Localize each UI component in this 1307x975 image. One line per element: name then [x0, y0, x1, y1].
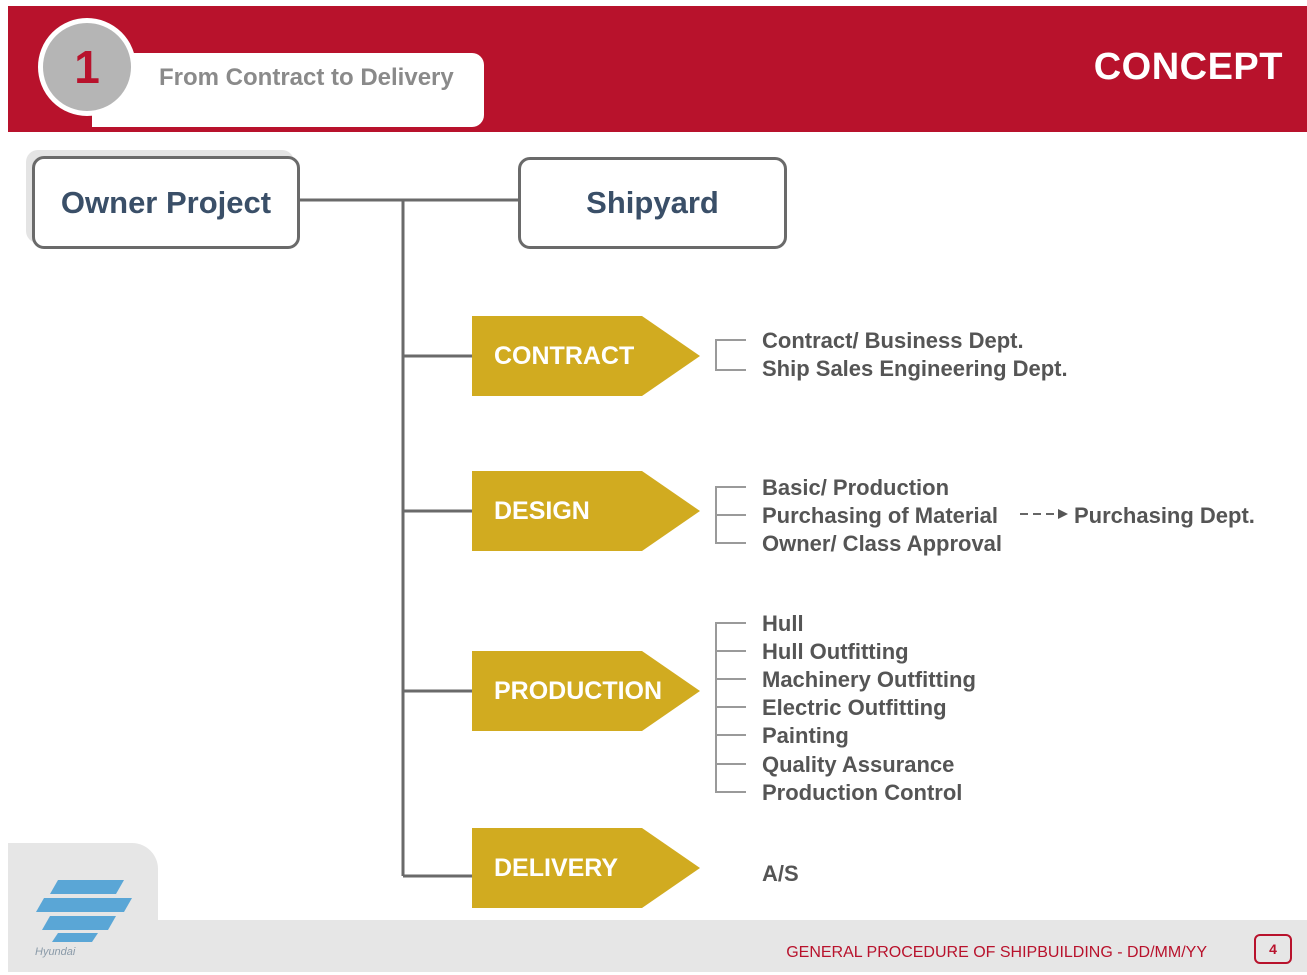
- logo-text: Hyundai: [35, 946, 76, 958]
- list-item: Ship Sales Engineering Dept.: [762, 356, 1068, 381]
- list-item: Painting: [762, 723, 849, 748]
- section-number: 1: [38, 18, 136, 116]
- list-item: Basic/ Production: [762, 475, 950, 500]
- stage-arrow-shape: [472, 828, 700, 908]
- footer-bar: [8, 920, 1307, 972]
- stage-design-label: DESIGN: [494, 497, 590, 525]
- list-item: Owner/ Class Approval: [762, 531, 1003, 556]
- stage-contract: CONTRACT: [472, 316, 700, 396]
- list-item: Contract/ Business Dept.: [762, 328, 1024, 353]
- list-item: Quality Assurance: [762, 752, 955, 777]
- contract-bracket: [715, 339, 746, 371]
- subtitle-pill: [92, 53, 484, 127]
- purchasing-arrow-head: [1058, 509, 1068, 519]
- list-item: A/S: [762, 861, 799, 886]
- list-item: Hull Outfitting: [762, 639, 909, 664]
- stage-arrow-shape: [472, 316, 700, 396]
- footer-title: GENERAL PROCEDURE OF SHIPBUILDING - DD/M…: [786, 944, 1207, 961]
- shipyard-box: Shipyard: [518, 157, 787, 249]
- company-logo-icon: [36, 880, 132, 942]
- page-title: CONCEPT: [1093, 46, 1283, 88]
- stage-production-label: PRODUCTION: [494, 677, 663, 705]
- page-number: 4: [1254, 934, 1292, 964]
- list-item: Production Control: [762, 780, 963, 805]
- stage-arrow-shape: [472, 471, 700, 551]
- stage-design: DESIGN: [472, 471, 700, 551]
- design-bracket: [715, 486, 746, 544]
- list-item: Machinery Outfitting: [762, 667, 976, 692]
- list-item: Purchasing of Material: [762, 503, 998, 528]
- production-bracket: [715, 622, 746, 793]
- owner-project-box: Owner Project: [32, 156, 300, 249]
- stage-production: PRODUCTION: [472, 651, 700, 731]
- list-item: Electric Outfitting: [762, 695, 947, 720]
- stage-delivery-label: DELIVERY: [494, 854, 619, 882]
- list-item: Hull: [762, 611, 804, 636]
- section-subtitle: From Contract to Delivery: [159, 64, 454, 91]
- stage-contract-label: CONTRACT: [494, 342, 635, 370]
- stage-delivery: DELIVERY: [472, 828, 700, 908]
- stage-arrow-shape: [472, 651, 700, 731]
- purchasing-dept-label: Purchasing Dept.: [1074, 503, 1255, 528]
